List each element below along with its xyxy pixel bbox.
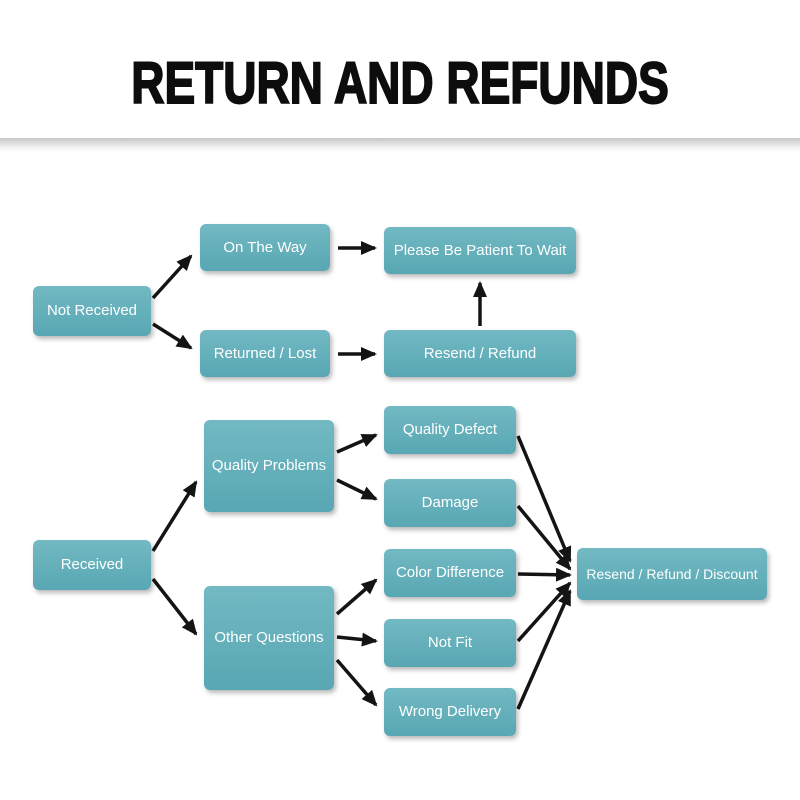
node-color-difference: Color Difference [384, 549, 516, 597]
node-quality-defect: Quality Defect [384, 406, 516, 454]
node-damage: Damage [384, 479, 516, 527]
page-title: RETURN AND REFUNDS [130, 48, 669, 116]
arrow-quality-damage [336, 478, 378, 501]
node-resend-refund-discount: Resend / Refund / Discount [577, 548, 767, 600]
node-not-received: Not Received [33, 286, 151, 336]
node-received: Received [33, 540, 151, 590]
arrow-notreceived-returnedlost [152, 322, 193, 350]
arrow-notfit-final [516, 581, 572, 643]
node-wrong-delivery: Wrong Delivery [384, 688, 516, 736]
arrow-notreceived-ontheway [151, 254, 193, 300]
node-on-the-way: On The Way [200, 224, 330, 271]
arrow-received-qualityproblems [151, 480, 198, 552]
node-returned-lost: Returned / Lost [200, 330, 330, 377]
arrow-other-notfit [336, 632, 378, 647]
node-resend-refund: Resend / Refund [384, 330, 576, 377]
arrow-wrongdelivery-final [516, 589, 572, 710]
arrow-quality-defect [336, 433, 378, 454]
node-please-be-patient: Please Be Patient To Wait [384, 227, 576, 274]
node-not-fit: Not Fit [384, 619, 516, 667]
arrow-damage-final [516, 504, 572, 571]
arrow-received-otherquestions [151, 577, 198, 636]
arrow-colordifference-final [517, 567, 572, 582]
title-divider [0, 138, 800, 152]
node-other-questions: Other Questions [204, 586, 334, 690]
arrow-defect-final [516, 435, 572, 563]
node-quality-problems: Quality Problems [204, 420, 334, 512]
arrow-other-colordifference [335, 578, 378, 616]
arrow-other-wrongdelivery [335, 658, 378, 707]
